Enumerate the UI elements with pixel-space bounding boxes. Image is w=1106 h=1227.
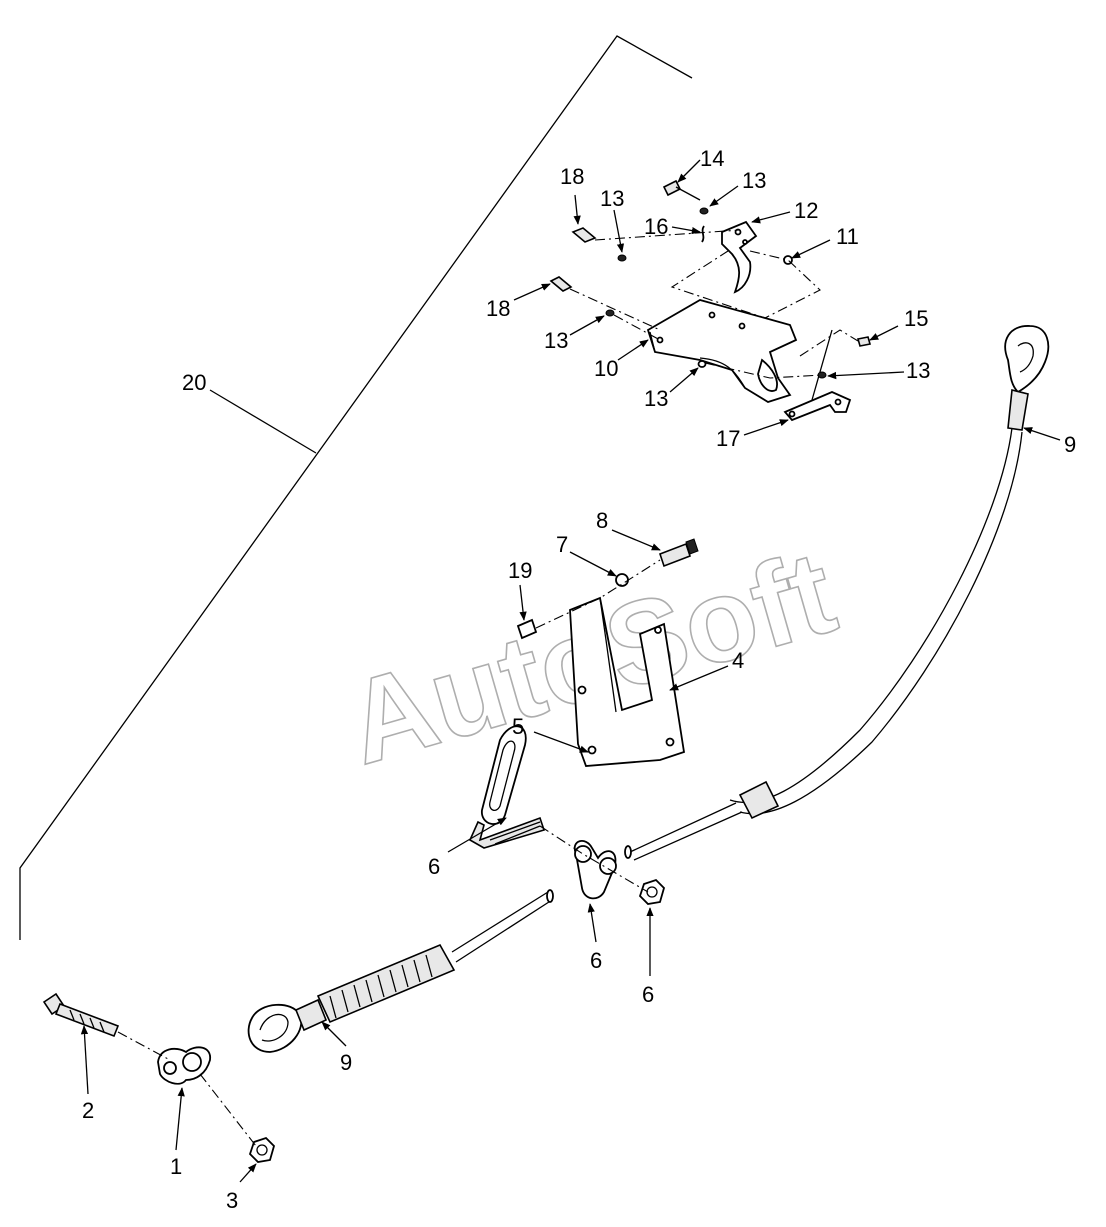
callout-7: 7 [556, 532, 568, 557]
callout-6-shackle: 6 [590, 948, 602, 973]
callout-4: 4 [732, 648, 744, 673]
screw-18-lower [549, 276, 573, 292]
cable-9-lower [247, 889, 554, 1053]
bracket-12 [721, 220, 758, 294]
callout-20: 20 [182, 370, 206, 395]
callouts: 20 14 18 13 13 16 12 11 18 13 15 10 13 1… [82, 146, 1076, 1213]
callout-2: 2 [82, 1098, 94, 1123]
callout-16: 16 [644, 214, 668, 239]
callout-13-c: 13 [544, 328, 568, 353]
callout-1: 1 [170, 1154, 182, 1179]
plate-17 [783, 391, 852, 422]
assembly-boundary [19, 35, 693, 940]
screw-15 [856, 336, 872, 347]
cable-9-upper [624, 325, 1050, 861]
nut-3 [248, 1136, 276, 1163]
nut-6 [638, 878, 666, 905]
callout-13-e: 13 [906, 358, 930, 383]
callout-15: 15 [904, 306, 928, 331]
leader-lines [80, 159, 1061, 1183]
pin-16 [701, 225, 705, 243]
shackle-6-group [468, 816, 666, 905]
spacer-19 [516, 618, 538, 640]
washer-13-b [605, 309, 615, 317]
callout-8: 8 [596, 508, 608, 533]
callout-6-nut: 6 [642, 982, 654, 1007]
callout-17: 17 [716, 426, 740, 451]
callout-13-b: 13 [742, 168, 766, 193]
bolt-6 [468, 816, 546, 849]
washer-13-upper [699, 207, 709, 215]
callout-14: 14 [700, 146, 724, 171]
shackle-1-group [42, 992, 276, 1163]
callout-12: 12 [794, 198, 818, 223]
bracket-4 [569, 596, 686, 767]
callout-5: 5 [512, 714, 524, 739]
callout-11: 11 [836, 224, 859, 249]
bracket-assembly [549, 179, 872, 422]
plate-4-group [481, 538, 699, 825]
callout-18-lower: 18 [486, 296, 510, 321]
callout-9-upper: 9 [1064, 432, 1076, 457]
callout-13-d: 13 [644, 386, 668, 411]
callout-18-upper: 18 [560, 164, 584, 189]
washer-13-c [697, 360, 707, 368]
callout-19: 19 [508, 558, 532, 583]
callout-9-lower: 9 [340, 1050, 352, 1075]
callout-13-a: 13 [600, 186, 624, 211]
screw-18-upper [571, 227, 597, 243]
callout-10: 10 [594, 356, 618, 381]
callout-6-bolt: 6 [428, 854, 440, 879]
washer-13-a [617, 254, 627, 262]
bolt-8 [658, 542, 692, 568]
washer-7 [615, 573, 629, 587]
callout-3: 3 [226, 1188, 238, 1213]
